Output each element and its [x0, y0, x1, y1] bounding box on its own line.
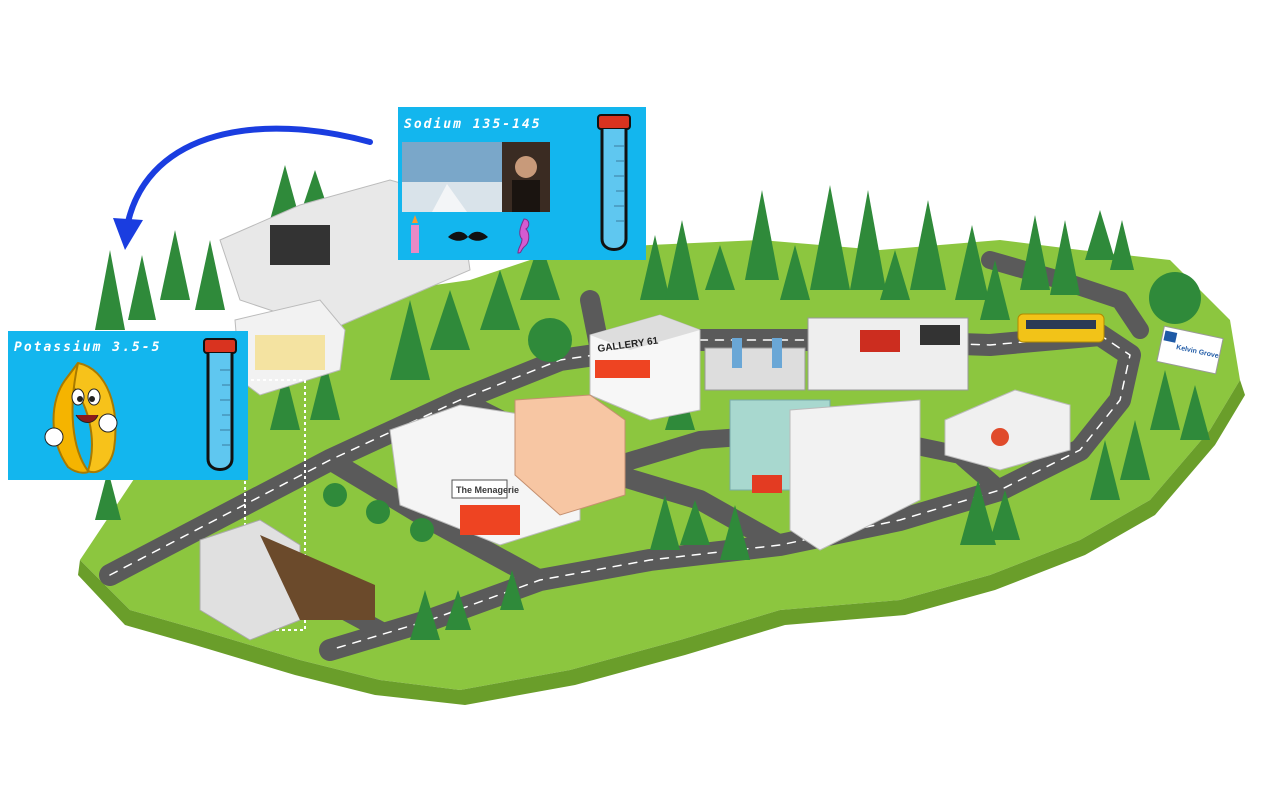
salt-flats-photo [402, 142, 550, 212]
bus [1017, 313, 1105, 343]
potassium-info-card: Potassium 3.5-5 [8, 331, 248, 480]
kelvin-grove-sign: Kelvin Grove [1156, 325, 1224, 375]
industrial-building [704, 317, 969, 391]
sodium-info-card: Sodium 135-145 [398, 107, 646, 260]
sodium-title: Sodium 135-145 [404, 117, 542, 132]
curved-arrow [113, 125, 373, 250]
seahorse-icon [517, 218, 530, 254]
cafe-building [944, 389, 1071, 471]
test-tube-icon [597, 114, 631, 251]
gallery-building: GALLERY 61 [589, 314, 701, 421]
candle-icon [411, 215, 419, 253]
glass-building [729, 399, 921, 551]
menagerie-sign: The Menagerie [456, 485, 519, 495]
potassium-title: Potassium 3.5-5 [14, 340, 162, 355]
banana-character-icon [44, 361, 118, 474]
menagerie-building: The Menagerie [389, 394, 626, 546]
test-tube-icon [203, 338, 237, 471]
trees [95, 165, 1210, 640]
mustache-icon [448, 231, 488, 241]
